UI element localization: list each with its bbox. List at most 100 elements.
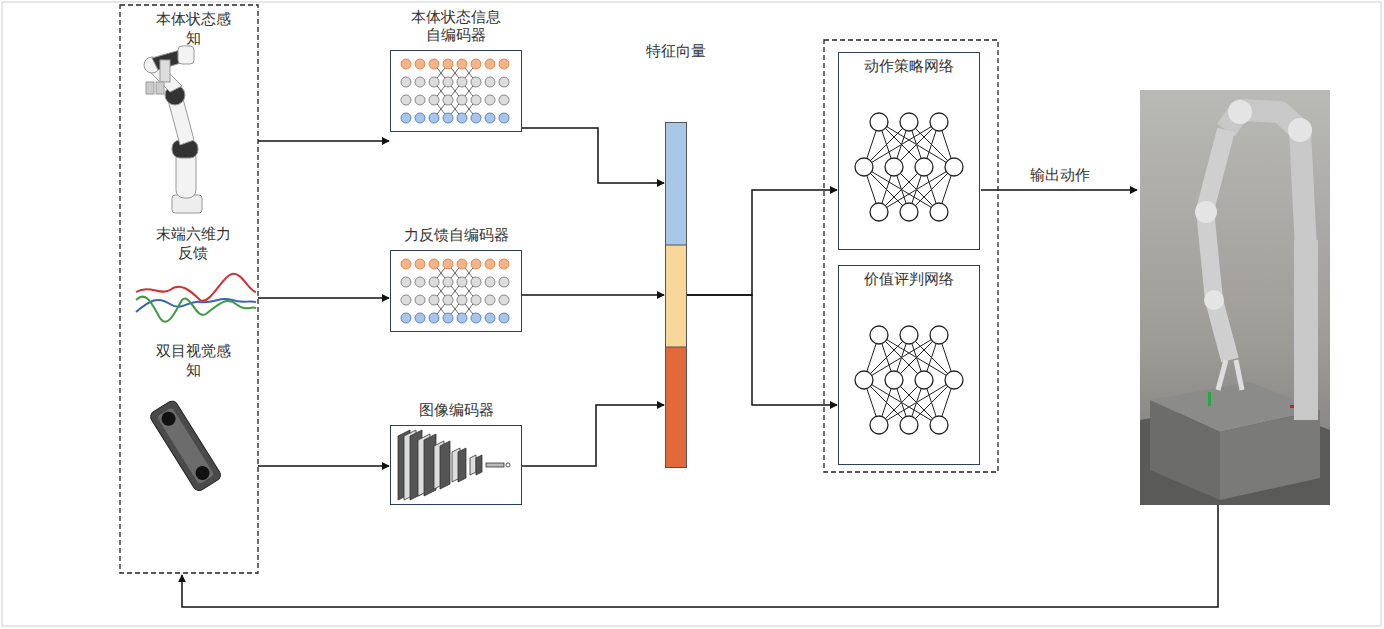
- ae-neuron: [471, 277, 481, 287]
- ae-neuron: [485, 113, 495, 123]
- ae-neuron: [401, 95, 411, 105]
- ae-neuron: [443, 113, 453, 123]
- feature-segment: [665, 347, 687, 468]
- ae-neuron: [415, 295, 425, 305]
- ae-neuron: [485, 277, 495, 287]
- ae-neuron: [499, 259, 509, 269]
- feature-segment: [665, 245, 687, 347]
- feature-segment: [665, 122, 687, 245]
- ae-neuron: [401, 59, 411, 69]
- input-group-outline: [120, 5, 258, 573]
- mlp-neuron: [930, 326, 948, 344]
- feature-vector-bar: 特征向量: [665, 122, 687, 468]
- ae-neuron: [443, 277, 453, 287]
- ae-neuron: [499, 277, 509, 287]
- ae-neuron: [401, 277, 411, 287]
- ae-neuron: [457, 113, 467, 123]
- ae-neuron: [415, 313, 425, 323]
- ae-neuron: [499, 59, 509, 69]
- mlp-neuron: [885, 371, 903, 389]
- ae-neuron: [415, 113, 425, 123]
- mlp-neuron: [900, 113, 918, 131]
- mlp-neuron: [900, 326, 918, 344]
- ae-neuron: [471, 313, 481, 323]
- ae-neuron: [415, 259, 425, 269]
- ae-neuron: [485, 259, 495, 269]
- ae-neuron: [499, 113, 509, 123]
- mlp-neuron: [945, 371, 963, 389]
- ae-neuron: [485, 59, 495, 69]
- connector-arrow: [687, 295, 837, 405]
- mlp-neuron: [870, 203, 888, 221]
- ae-neuron: [401, 295, 411, 305]
- ae-neuron: [499, 295, 509, 305]
- mlp-neuron: [915, 371, 933, 389]
- ae-neuron: [429, 59, 439, 69]
- box-heading: 图像编码器: [376, 401, 536, 420]
- ae-neuron: [499, 95, 509, 105]
- connector-arrow: [522, 294, 664, 296]
- input-title: 双目视觉感知: [143, 342, 243, 380]
- input-panel: 末端六维力反馈: [128, 225, 258, 335]
- ae-neuron: [429, 313, 439, 323]
- mlp-neuron: [870, 326, 888, 344]
- mlp-neuron: [870, 416, 888, 434]
- mlp-neuron: [945, 158, 963, 176]
- ae-neuron: [429, 277, 439, 287]
- robot-arm-picture: [144, 46, 202, 213]
- connector-arrow: [687, 190, 837, 295]
- ae-neuron: [443, 95, 453, 105]
- ae-neuron: [443, 59, 453, 69]
- encoder-box: 本体状态信息 自编码器: [390, 50, 522, 132]
- ae-neuron: [443, 259, 453, 269]
- simulation-scene: [1140, 90, 1330, 505]
- network-title: 价值评判网络: [839, 266, 979, 289]
- ae-neuron: [471, 59, 481, 69]
- mlp-neuron: [915, 158, 933, 176]
- mlp-neuron: [930, 113, 948, 131]
- ae-neuron: [457, 313, 467, 323]
- output-arrow: [981, 189, 1137, 191]
- box-heading: 特征向量: [616, 42, 736, 61]
- ae-neuron: [471, 259, 481, 269]
- mlp-neuron: [855, 158, 873, 176]
- ae-neuron: [429, 77, 439, 87]
- input-title: 本体状态感知: [143, 10, 243, 48]
- input-title: 末端六维力反馈: [143, 225, 243, 263]
- segment-divider: [665, 347, 687, 348]
- force-signal-plot: [136, 274, 256, 322]
- ae-neuron: [429, 295, 439, 305]
- ae-neuron: [457, 77, 467, 87]
- ae-neuron: [457, 277, 467, 287]
- ae-neuron: [485, 313, 495, 323]
- stereo-camera-picture: [148, 399, 222, 493]
- mlp-neuron: [870, 113, 888, 131]
- ae-neuron: [415, 95, 425, 105]
- network-box: 动作策略网络: [838, 52, 980, 250]
- ae-neuron: [401, 313, 411, 323]
- ae-neuron: [443, 77, 453, 87]
- ae-neuron: [401, 113, 411, 123]
- ae-neuron: [485, 77, 495, 87]
- ae-neuron: [401, 77, 411, 87]
- connector-arrow: [258, 297, 389, 299]
- ae-neuron: [415, 277, 425, 287]
- box-heading: 本体状态信息 自编码器: [406, 8, 506, 46]
- segment-divider: [665, 245, 687, 246]
- connector-arrow: [522, 405, 664, 466]
- network-title: 动作策略网络: [839, 53, 979, 76]
- box-heading: 力反馈自编码器: [376, 226, 536, 245]
- ae-neuron: [443, 295, 453, 305]
- network-box: 价值评判网络: [838, 265, 980, 465]
- ae-neuron: [429, 259, 439, 269]
- encoder-box: 力反馈自编码器: [390, 250, 522, 332]
- encoder-box: 图像编码器: [390, 425, 522, 505]
- mlp-neuron: [930, 203, 948, 221]
- ae-neuron: [443, 313, 453, 323]
- mlp-neuron: [900, 203, 918, 221]
- input-panel: 双目视觉感知: [128, 342, 258, 502]
